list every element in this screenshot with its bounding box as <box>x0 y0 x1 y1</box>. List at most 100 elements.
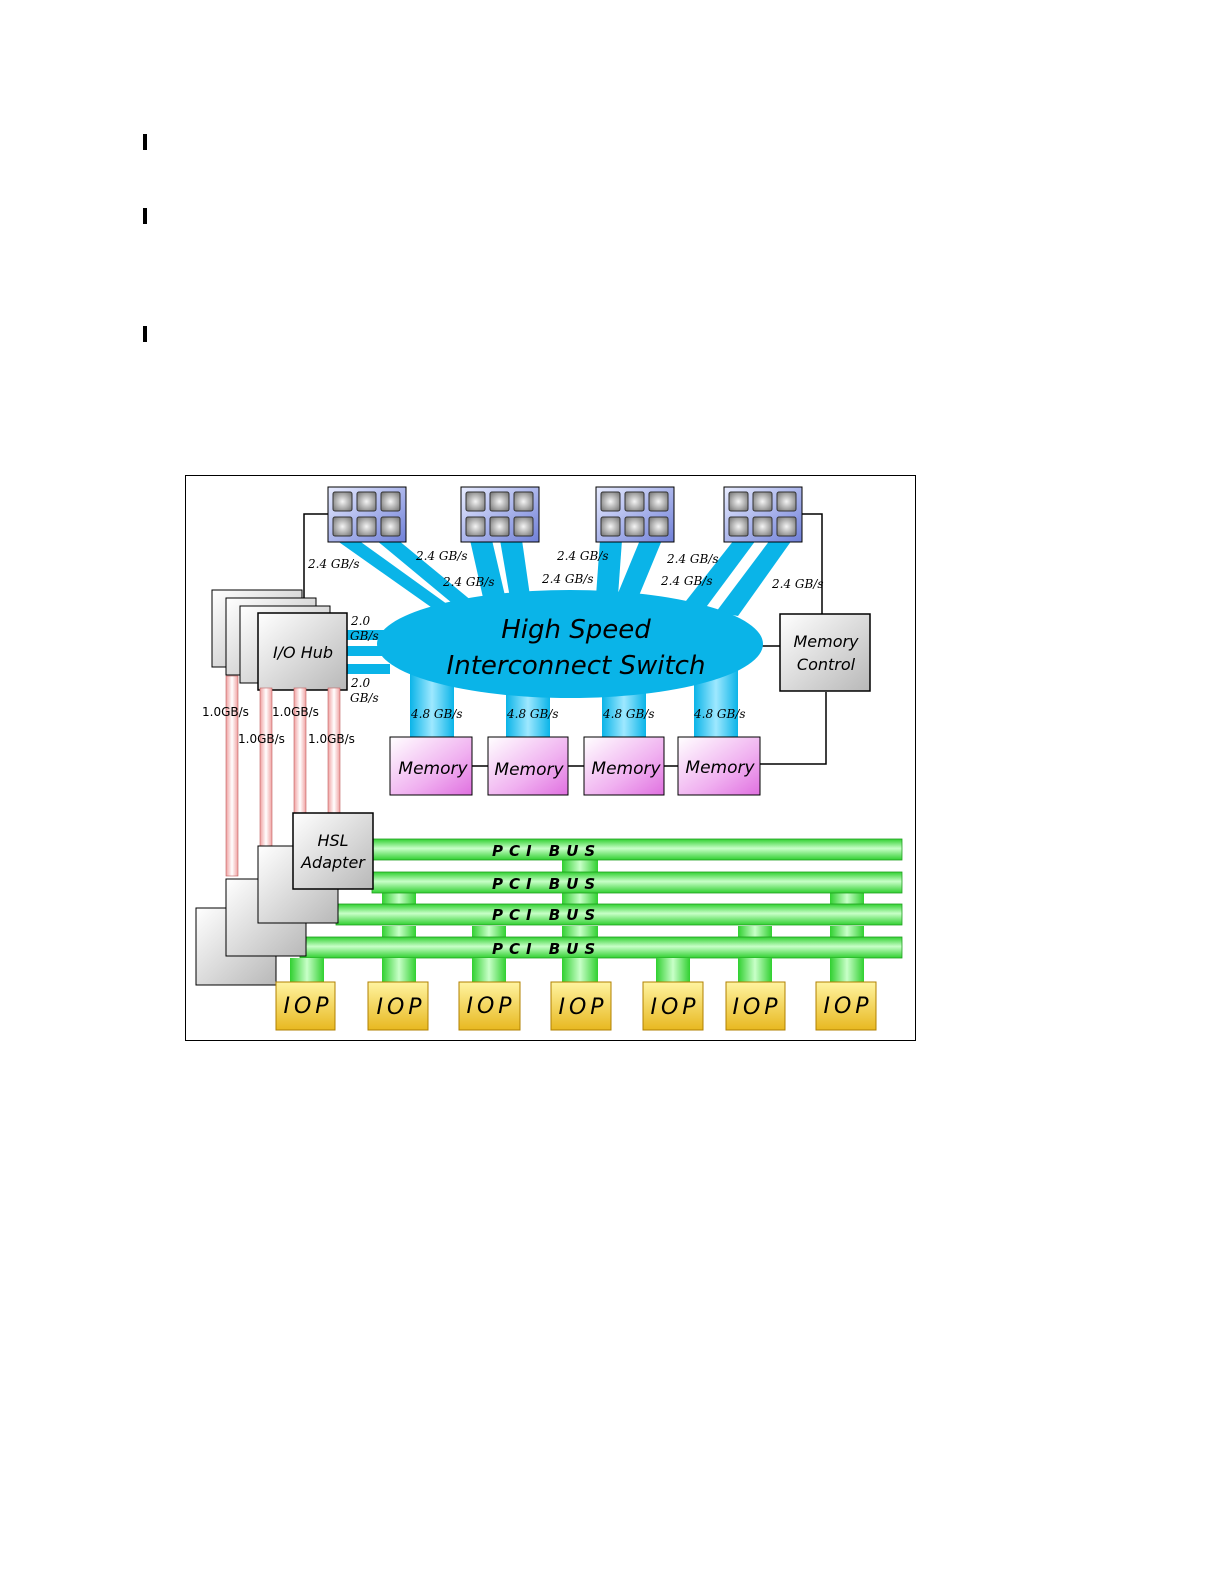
hub-switch-links <box>346 630 390 674</box>
memory-box-3: Memory <box>583 736 665 796</box>
processor-chip <box>624 491 645 512</box>
processor-chip <box>356 516 377 537</box>
processor-modules <box>327 486 803 543</box>
io-hub-box <box>257 612 348 691</box>
hsl-label-line2: Adapter <box>300 853 366 872</box>
processor-module-3 <box>595 486 675 543</box>
memory-box-4: Memory <box>677 736 761 796</box>
interconnect-switch <box>377 590 763 698</box>
bw-mem-2: 4.8 GB/s <box>506 707 559 721</box>
bw-hsl-2: 1.0GB/s <box>272 705 319 719</box>
bw-hsl-3: 1.0GB/s <box>238 732 285 746</box>
pci-bus-label: PCI BUS <box>492 875 601 893</box>
iop-label: IOP <box>650 995 699 1020</box>
iop-box-4: IOP <box>550 981 612 1031</box>
bw-hub-lower-1: 2.0 <box>350 676 370 690</box>
bw-hub-lower-2: GB/s <box>350 691 379 705</box>
hsl-links <box>225 675 341 877</box>
pci-bus-label: PCI BUS <box>492 906 601 924</box>
processor-chip <box>513 516 534 537</box>
processor-module-2 <box>460 486 540 543</box>
iop-label: IOP <box>823 994 872 1019</box>
memory-box-1: Memory <box>389 736 473 796</box>
processor-chip <box>600 516 621 537</box>
bw-mem-3: 4.8 GB/s <box>602 707 655 721</box>
processor-chip <box>380 491 401 512</box>
processor-chip <box>489 516 510 537</box>
pci-bus-4: PCI BUS <box>299 936 903 959</box>
processor-chip <box>356 491 377 512</box>
processor-chip <box>728 516 749 537</box>
bw-mem-4: 4.8 GB/s <box>693 707 746 721</box>
pci-bus-1: PCI BUS <box>371 838 903 861</box>
bw-hsl-1: 1.0GB/s <box>202 705 249 719</box>
bw-proc3-outer: 2.4 GB/s <box>556 549 609 563</box>
bw-proc4-outer: 2.4 GB/s <box>666 552 719 566</box>
processor-chip <box>624 516 645 537</box>
processor-chip <box>465 491 486 512</box>
memory-label: Memory <box>591 759 661 779</box>
pci-bus-label: PCI BUS <box>492 842 601 860</box>
iop-box-3: IOP <box>458 981 521 1031</box>
memory-control-line1: Memory <box>793 632 859 651</box>
pci-bus-3: PCI BUS <box>335 903 903 926</box>
switch-label-line1: High Speed <box>501 615 651 645</box>
processor-chip <box>776 516 797 537</box>
io-hub-stack: I/O Hub <box>211 589 348 691</box>
processor-chip <box>600 491 621 512</box>
iop-label: IOP <box>732 995 781 1020</box>
iop-box-6: IOP <box>725 981 786 1031</box>
iop-label: IOP <box>558 995 607 1020</box>
bullet-marker-1 <box>143 134 147 150</box>
io-hub-label: I/O Hub <box>273 643 333 662</box>
bw-proc4-right: 2.4 GB/s <box>771 577 824 591</box>
pci-bus-label: PCI BUS <box>492 940 601 958</box>
processor-chip <box>648 491 669 512</box>
bullet-marker-2 <box>143 208 147 224</box>
processor-chip <box>752 516 773 537</box>
control-lines <box>303 513 827 767</box>
iop-box-1: IOP <box>275 981 336 1031</box>
hsl-adapter-stack: HSL Adapter <box>195 812 374 986</box>
processor-chip <box>332 516 353 537</box>
iop-label: IOP <box>376 995 425 1020</box>
memory-label: Memory <box>494 760 564 780</box>
processor-chip <box>752 491 773 512</box>
processor-chip <box>489 491 510 512</box>
processor-chip <box>648 516 669 537</box>
processor-chip <box>380 516 401 537</box>
bw-hsl-4: 1.0GB/s <box>308 732 355 746</box>
bw-proc2-inner: 2.4 GB/s <box>442 575 495 589</box>
bw-proc4-inner: 2.4 GB/s <box>660 574 713 588</box>
processor-module-4 <box>723 486 803 543</box>
memory-control-box <box>779 613 871 692</box>
processor-chip <box>728 491 749 512</box>
bullet-marker-3 <box>143 326 147 342</box>
processor-chip <box>332 491 353 512</box>
memory-label: Memory <box>398 759 468 779</box>
bw-mem-1: 4.8 GB/s <box>410 707 463 721</box>
iop-connectors <box>290 958 864 982</box>
bandwidth-labels: 2.4 GB/s 2.4 GB/s 2.4 GB/s 2.4 GB/s 2.4 … <box>202 549 824 746</box>
bw-hub-upper-2: GB/s <box>350 629 379 643</box>
bw-hub-upper-1: 2.0 <box>350 614 370 628</box>
processor-chip <box>513 491 534 512</box>
iop-label: IOP <box>466 994 515 1019</box>
memory-box-2: Memory <box>487 736 569 796</box>
hsl-label-line1: HSL <box>317 831 348 850</box>
bw-proc1-outer: 2.4 GB/s <box>307 557 360 571</box>
bw-proc1-inner: 2.4 GB/s <box>415 549 468 563</box>
memory-control-line2: Control <box>797 655 856 674</box>
iop-box-2: IOP <box>367 981 429 1031</box>
memory-label: Memory <box>685 758 755 778</box>
iop-label: IOP <box>283 994 332 1019</box>
switch-label-line2: Interconnect Switch <box>447 651 706 681</box>
iop-box-5: IOP <box>642 981 704 1031</box>
processor-chip <box>776 491 797 512</box>
hsl-adapter-box <box>292 812 374 890</box>
bw-proc3-inner: 2.4 GB/s <box>541 572 594 586</box>
pci-bus-2: PCI BUS <box>371 871 903 894</box>
pci-riser-connectors <box>382 860 864 938</box>
processor-chip <box>465 516 486 537</box>
